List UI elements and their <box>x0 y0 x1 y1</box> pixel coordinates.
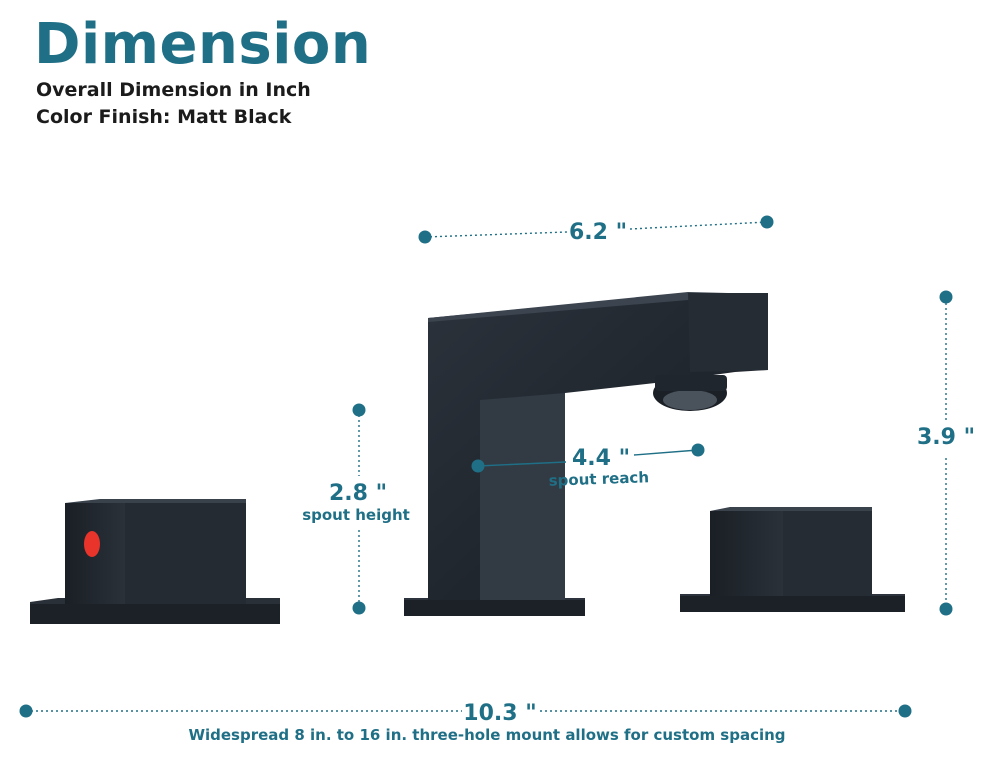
dim-endpoint <box>691 443 705 457</box>
dim-endpoint <box>898 704 912 718</box>
spout-reach-label: spout reach <box>548 468 649 489</box>
dim-endpoint <box>471 459 485 473</box>
dim-endpoint <box>352 403 366 417</box>
dim-endpoint <box>939 290 953 304</box>
spout-reach-value: 4.4 " <box>572 446 630 471</box>
total-height-value: 3.9 " <box>917 425 975 450</box>
spout-height-value: 2.8 " <box>329 481 387 506</box>
dim-line <box>633 449 699 456</box>
dim-line <box>629 221 768 230</box>
right-handle-base <box>680 596 905 612</box>
aerator-mesh <box>663 390 717 410</box>
page-title: Dimension <box>34 12 372 77</box>
hot-indicator-icon <box>84 531 100 557</box>
spout-column-inner-face <box>480 393 565 600</box>
dimension-top-width: 6.2 " <box>418 215 774 245</box>
dimension-spout-reach: 4.4 " spout reach <box>471 443 705 490</box>
dimension-unit-note: Overall Dimension in Inch <box>36 79 311 101</box>
mounting-note: Widespread 8 in. to 16 in. three-hole mo… <box>188 726 785 744</box>
dim-endpoint <box>760 215 774 229</box>
dim-line <box>477 461 567 467</box>
dim-endpoint <box>939 602 953 616</box>
left-handle <box>30 499 280 624</box>
left-handle-block-side <box>125 503 246 604</box>
left-handle-base <box>30 604 280 624</box>
spout-height-label: spout height <box>302 506 410 524</box>
right-handle-block-side <box>783 511 872 596</box>
overall-width-value: 10.3 " <box>463 701 536 726</box>
aerator-ring <box>655 375 727 391</box>
spout <box>404 292 768 616</box>
dim-endpoint <box>19 704 33 718</box>
spout-arm-top <box>428 292 768 322</box>
label-backdrop <box>306 476 406 528</box>
dimension-spout-height: 2.8 " spout height <box>302 403 410 615</box>
dimension-overall-width: 10.3 " Widespread 8 in. to 16 in. three-… <box>19 701 912 744</box>
right-handle-block-top <box>710 507 872 511</box>
dim-endpoint <box>352 601 366 615</box>
dim-line <box>424 231 568 238</box>
right-handle <box>680 507 905 612</box>
dim-endpoint <box>418 230 432 244</box>
right-handle-block-front <box>710 511 783 596</box>
spout-base-plate <box>404 600 585 616</box>
color-finish-note: Color Finish: Matt Black <box>36 106 292 128</box>
top-width-value: 6.2 " <box>569 220 627 245</box>
spout-arm-front <box>688 293 768 372</box>
dimension-total-height: 3.9 " <box>917 290 975 616</box>
left-handle-block-top <box>65 499 246 503</box>
